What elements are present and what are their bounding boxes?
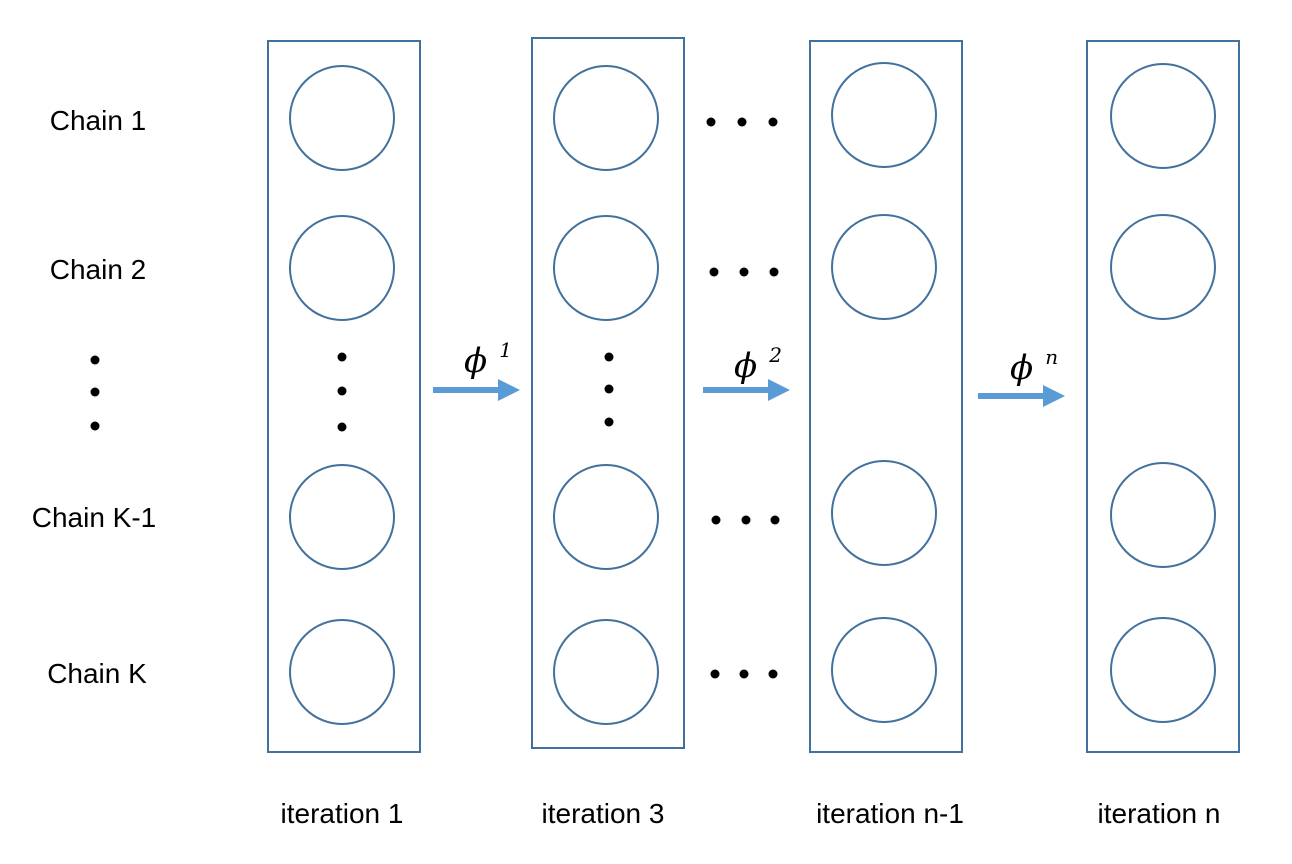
row-ellipsis-horizontal-2 bbox=[709, 267, 779, 277]
row-ellipsis-horizontal-1 bbox=[706, 117, 778, 127]
state-node bbox=[1110, 462, 1216, 568]
iteration-label-3: iteration 3 bbox=[542, 798, 665, 829]
state-node bbox=[553, 464, 659, 570]
iteration-column-n-minus-1 bbox=[809, 40, 963, 753]
node-ellipsis-vertical bbox=[337, 352, 347, 432]
state-node bbox=[831, 62, 937, 168]
state-node bbox=[289, 619, 395, 725]
phi-symbol: ϕ bbox=[734, 346, 757, 386]
state-node bbox=[553, 619, 659, 725]
iteration-box-n-minus-1 bbox=[809, 40, 963, 753]
state-node bbox=[1110, 214, 1216, 320]
state-node bbox=[289, 464, 395, 570]
transition-label-2: ϕ 2 bbox=[734, 343, 782, 386]
phi-symbol: ϕ bbox=[464, 341, 487, 381]
transition-label-1: ϕ 1 bbox=[464, 338, 512, 381]
iteration-label-1: iteration 1 bbox=[281, 798, 404, 829]
state-node bbox=[553, 65, 659, 171]
row-ellipsis-horizontal-4 bbox=[710, 669, 778, 679]
iteration-box-n bbox=[1086, 40, 1240, 753]
state-node bbox=[553, 215, 659, 321]
phi-superscript-n: n bbox=[1045, 345, 1058, 369]
transition-arrow-1 bbox=[433, 379, 520, 401]
phi-superscript-2: 2 bbox=[768, 343, 782, 367]
chain-label-2: Chain 2 bbox=[50, 254, 147, 285]
state-node bbox=[831, 460, 937, 566]
transition-arrow-n bbox=[978, 385, 1065, 407]
iteration-box-1 bbox=[267, 40, 421, 753]
transition-arrow-2 bbox=[703, 379, 790, 401]
state-node bbox=[289, 65, 395, 171]
iteration-column-n bbox=[1086, 40, 1240, 753]
state-node bbox=[289, 215, 395, 321]
row-ellipsis-horizontal-3 bbox=[711, 515, 780, 525]
chain-label-1: Chain 1 bbox=[50, 105, 147, 136]
state-node bbox=[831, 617, 937, 723]
node-ellipsis-vertical bbox=[604, 352, 614, 427]
iteration-column-3 bbox=[531, 37, 685, 749]
iteration-label-n-minus-1: iteration n-1 bbox=[816, 798, 964, 829]
chain-label-k: Chain K bbox=[47, 658, 147, 689]
phi-superscript-1: 1 bbox=[499, 338, 512, 362]
iteration-box-3 bbox=[531, 37, 685, 749]
chain-ellipsis-vertical bbox=[90, 355, 100, 431]
iteration-label-n: iteration n bbox=[1098, 798, 1221, 829]
state-node bbox=[831, 214, 937, 320]
iteration-column-1 bbox=[267, 40, 421, 753]
state-node bbox=[1110, 63, 1216, 169]
state-node bbox=[1110, 617, 1216, 723]
chain-label-k-minus-1: Chain K-1 bbox=[32, 502, 157, 533]
phi-symbol: ϕ bbox=[1010, 348, 1033, 388]
transition-label-n: ϕ n bbox=[1010, 345, 1058, 388]
